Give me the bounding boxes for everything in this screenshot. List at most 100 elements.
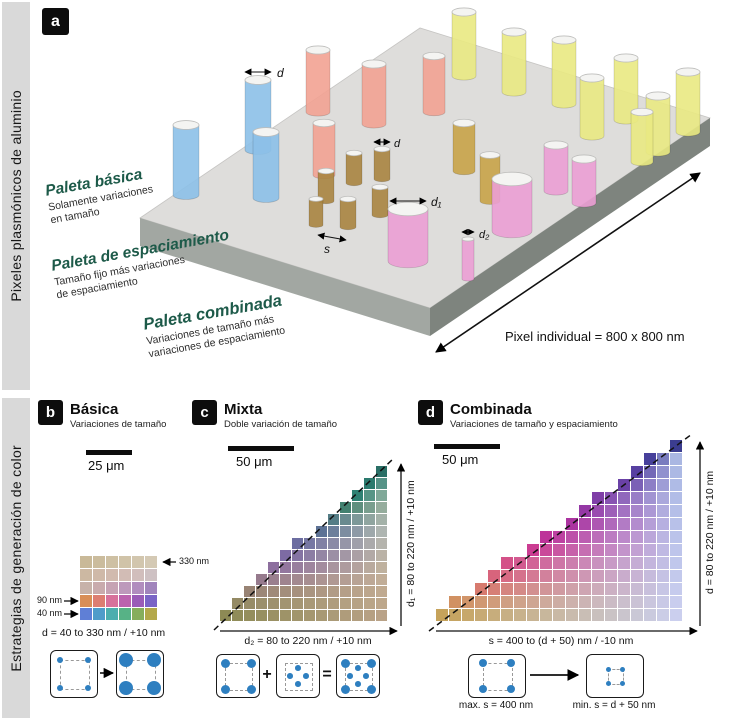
nanodisk-dot — [619, 666, 625, 672]
palette-cell — [80, 608, 92, 620]
palette-cell — [566, 557, 578, 569]
nanodisk-dot — [347, 673, 353, 679]
palette-cell — [352, 538, 363, 549]
palette-cell — [553, 557, 565, 569]
nanodisk-dot — [479, 685, 487, 693]
nanodisk-dot — [85, 657, 91, 663]
nanodisk-dot — [340, 684, 350, 694]
palette-cell — [232, 610, 243, 621]
nanopillar-salmon — [305, 49, 331, 117]
palette-cell — [364, 538, 375, 549]
palette-cell — [376, 526, 387, 537]
palette-cell — [352, 586, 363, 597]
nanopillar-yellow — [630, 111, 654, 167]
palette-cell — [527, 544, 539, 556]
palette-cell — [501, 583, 513, 595]
lattice-dashed-square — [285, 663, 313, 691]
palette-cell — [145, 556, 157, 568]
d-x-axis-label: s = 400 to (d + 50) nm / -10 nm — [488, 635, 634, 647]
nanodisk-dot — [507, 685, 515, 693]
palette-cell — [592, 557, 604, 569]
palette-cell — [657, 609, 669, 621]
palette-cell — [566, 583, 578, 595]
palette-cell — [657, 518, 669, 530]
palette-cell — [644, 531, 656, 543]
palette-cell — [268, 610, 279, 621]
palette-cell — [592, 531, 604, 543]
palette-cell — [376, 478, 387, 489]
palette-cell — [352, 526, 363, 537]
palette-cell — [376, 490, 387, 501]
palette-cell — [316, 574, 327, 585]
palette-cell — [328, 610, 339, 621]
palette-cell — [316, 610, 327, 621]
palette-cell — [592, 583, 604, 595]
palette-cell — [592, 505, 604, 517]
palette-cell — [364, 550, 375, 561]
palette-cell — [618, 505, 630, 517]
palette-cell — [553, 583, 565, 595]
palette-cell — [618, 518, 630, 530]
nanodisk-dot — [147, 681, 161, 695]
nanodisk-dot — [85, 685, 91, 691]
palette-cell — [670, 544, 682, 556]
combined-palette-matrix — [436, 440, 683, 622]
lattice-dashed-square — [483, 663, 513, 691]
palette-cell — [631, 583, 643, 595]
palette-cell — [80, 569, 92, 581]
callout-40nm: 40 nm — [36, 608, 62, 618]
unit-cell-d2 — [276, 654, 320, 698]
palette-cell — [644, 479, 656, 491]
palette-cell — [220, 610, 231, 621]
palette-cell — [644, 557, 656, 569]
palette-cell — [119, 608, 131, 620]
palette-cell — [670, 466, 682, 478]
panel-a-badge: a — [42, 8, 69, 35]
panel-b-subtitle: Variaciones de tamaño — [70, 419, 167, 430]
palette-cell — [268, 598, 279, 609]
palette-cell — [316, 562, 327, 573]
palette-cell — [106, 608, 118, 620]
svg-text:s: s — [324, 242, 330, 256]
palette-cell — [376, 562, 387, 573]
max-spacing-caption: max. s = 400 nm — [458, 700, 534, 711]
nanodisk-dot — [605, 666, 611, 672]
palette-cell — [631, 505, 643, 517]
palette-cell — [340, 514, 351, 525]
palette-cell — [605, 531, 617, 543]
palette-cell — [579, 583, 591, 595]
palette-cell — [106, 595, 118, 607]
palette-cell — [340, 598, 351, 609]
palette-cell — [657, 453, 669, 465]
palette-cell — [670, 505, 682, 517]
palette-cell — [670, 440, 682, 452]
nanopillar-brown — [308, 198, 324, 228]
palette-cell — [644, 583, 656, 595]
palette-cell — [328, 586, 339, 597]
palette-cell — [132, 556, 144, 568]
palette-cell — [670, 531, 682, 543]
unit-cell-combined — [336, 654, 380, 698]
palette-cell — [328, 514, 339, 525]
palette-cell — [304, 610, 315, 621]
palette-cell — [328, 598, 339, 609]
nanodisk-dot — [366, 684, 376, 694]
palette-cell — [644, 453, 656, 465]
palette-cell — [540, 583, 552, 595]
lattice-dashed-square — [345, 663, 373, 691]
band-top-label: Pixeles plasmónicos de aluminio — [8, 90, 24, 302]
palette-cell — [488, 596, 500, 608]
palette-cell — [268, 574, 279, 585]
palette-cell — [488, 583, 500, 595]
nanodisk-dot — [246, 684, 256, 694]
palette-cell — [340, 610, 351, 621]
palette-cell — [514, 596, 526, 608]
size-range-label: d = 40 to 330 nm / +10 nm — [42, 627, 166, 639]
palette-cell — [304, 586, 315, 597]
nanopillar-yellow — [451, 11, 477, 81]
palette-cell — [657, 479, 669, 491]
palette-cell — [631, 479, 643, 491]
palette-cell — [592, 596, 604, 608]
palette-cell — [618, 596, 630, 608]
palette-cell — [304, 562, 315, 573]
